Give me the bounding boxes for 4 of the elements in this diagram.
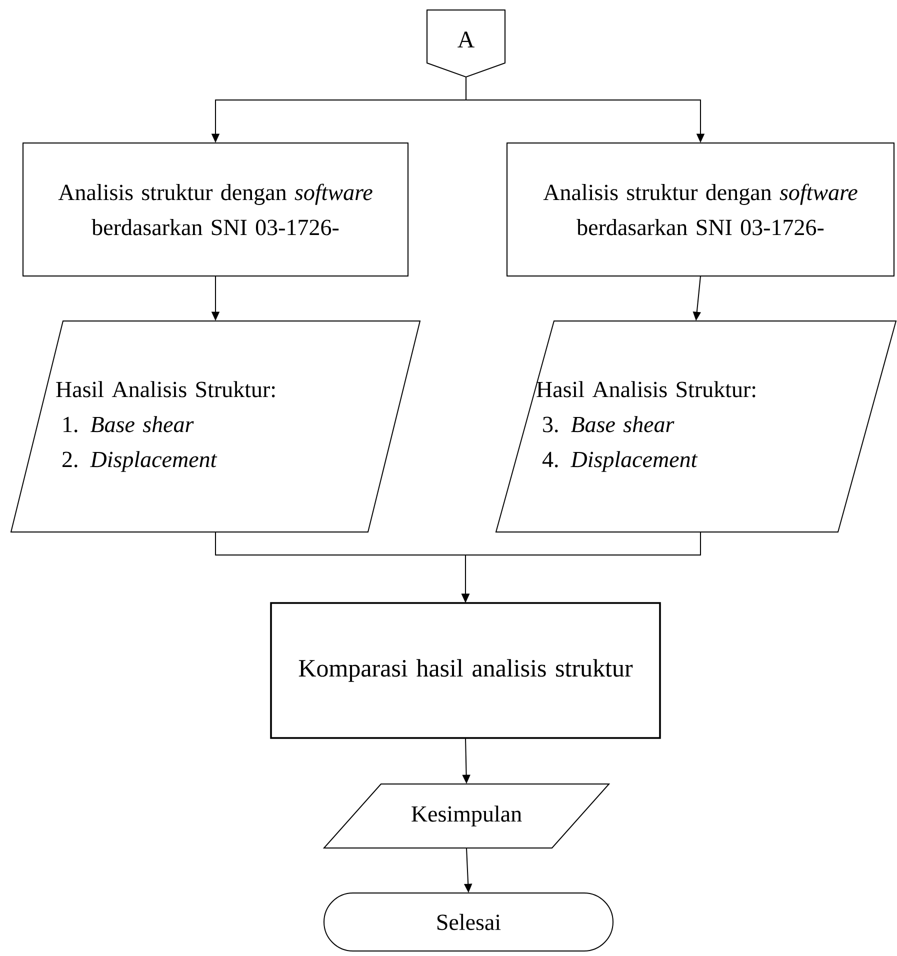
process-box: Analisis struktur dengan software berdasarkan SNI 03-1726- bbox=[506, 142, 894, 276]
off-page-connector: A bbox=[426, 10, 506, 78]
process-box: Komparasi hasil analisis struktur bbox=[270, 602, 661, 739]
process-box: Analisis struktur dengan software berdasarkan SNI 03-1726- bbox=[22, 142, 408, 276]
